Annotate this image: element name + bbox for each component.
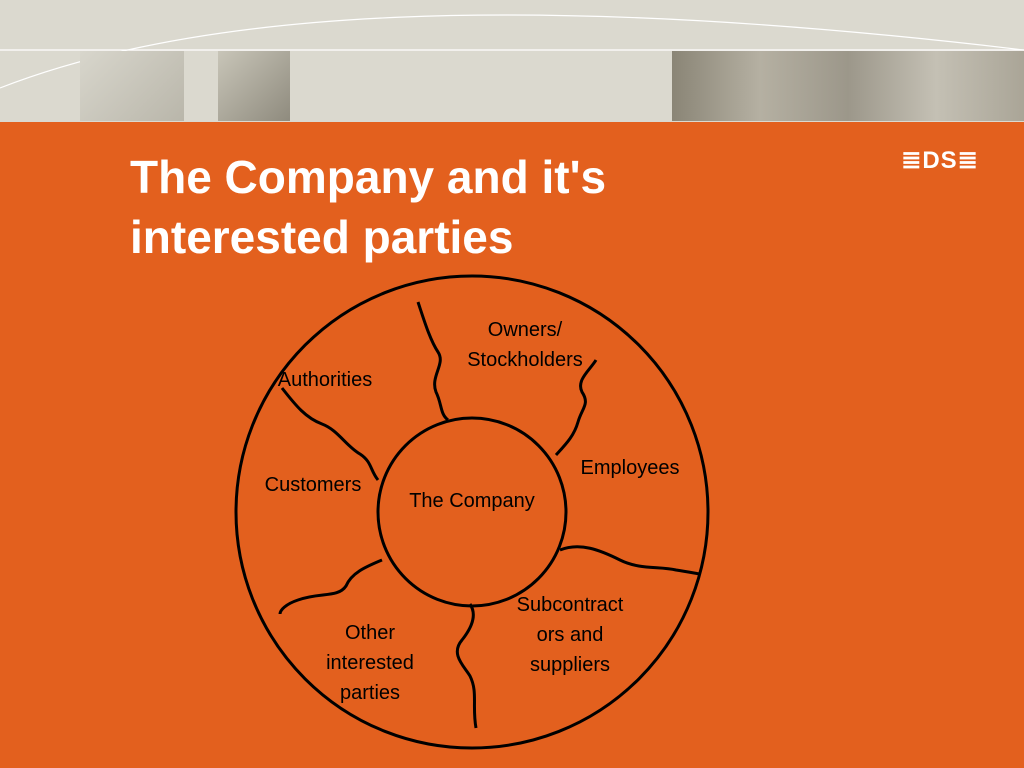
party-owners-label: Owners/ Stockholders bbox=[467, 319, 583, 371]
party-customers-label: Customers bbox=[264, 474, 362, 496]
divider-owners-authorities bbox=[416, 301, 450, 422]
outer-circle bbox=[234, 274, 710, 750]
party-authorities-label: Authorities bbox=[277, 369, 373, 391]
center-company-label: The Company bbox=[409, 490, 535, 512]
divider-other-customers bbox=[278, 558, 383, 615]
divider-employees-subcontractors bbox=[559, 545, 701, 576]
party-subcontractors-label: Subcontract ors and suppliers bbox=[516, 594, 624, 676]
slide-title: The Company and it's interested parties bbox=[130, 151, 607, 263]
divider-customers-authorities bbox=[280, 387, 380, 481]
people-keyboard-photo bbox=[672, 51, 1024, 121]
apple-photo bbox=[218, 51, 290, 121]
divider-subcontractors-other bbox=[455, 603, 478, 729]
divider-owners-employees bbox=[554, 359, 598, 457]
ds-logo: ≣DS≣ bbox=[901, 147, 979, 174]
fan-photo bbox=[80, 51, 184, 121]
party-employees-label: Employees bbox=[580, 457, 680, 479]
header-banner bbox=[0, 0, 1024, 122]
party-other-label: Other interested parties bbox=[326, 622, 414, 704]
